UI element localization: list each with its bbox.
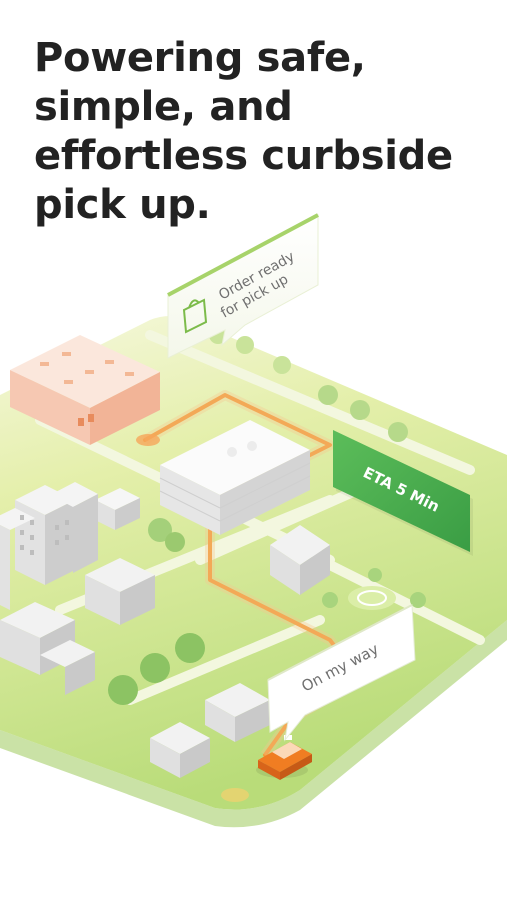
headline-line-1: Powering safe, — [34, 35, 366, 81]
small-shed — [95, 488, 140, 530]
order-ready-callout: Order ready for pick up — [167, 213, 319, 359]
apartment-towers — [0, 482, 98, 610]
shopping-bag-icon — [182, 298, 208, 334]
headline-line-3: effortless curbside — [34, 133, 453, 179]
headline-line-2: simple, and — [34, 84, 293, 130]
store-building — [10, 335, 160, 445]
houses-bottom — [150, 683, 270, 778]
house-center — [270, 525, 330, 595]
headline-line-4: pick up. — [34, 182, 211, 228]
parking-garage — [159, 420, 311, 535]
route-end-marker — [221, 788, 249, 802]
isometric-map-illustration: Order ready for pick up ETA 5 Min On my … — [0, 200, 507, 840]
route-start-marker — [136, 434, 160, 446]
houses-left — [0, 558, 155, 695]
headline: Powering safe, simple, and effortless cu… — [34, 34, 494, 230]
helipad — [348, 586, 396, 610]
map-svg: Order ready for pick up ETA 5 Min On my … — [0, 213, 507, 828]
car-icon — [256, 735, 312, 780]
on-my-way-callout: On my way — [267, 604, 416, 742]
trees — [108, 326, 426, 705]
